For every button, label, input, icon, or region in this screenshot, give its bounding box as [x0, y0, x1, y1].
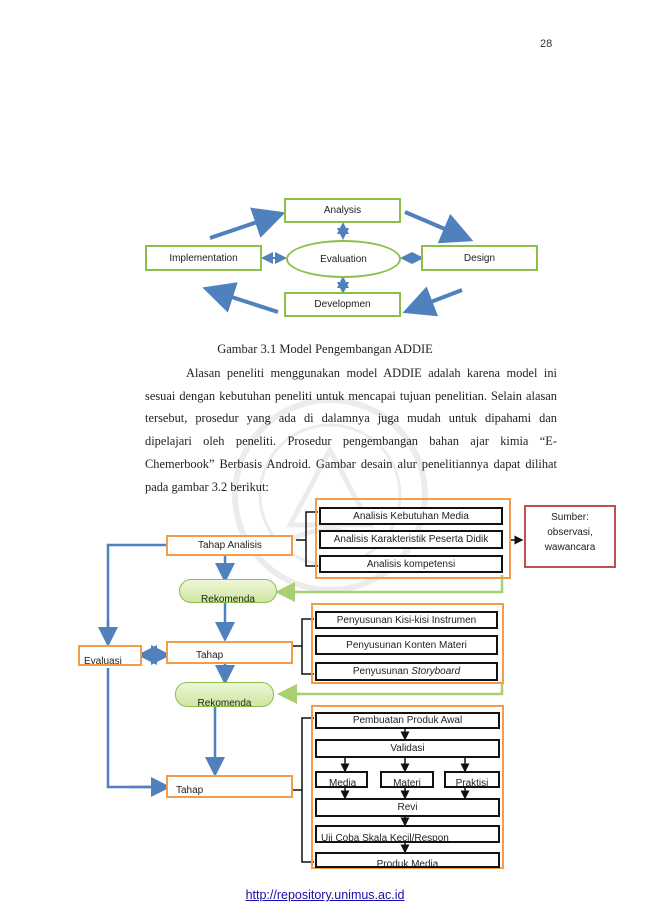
dev-item-media-product: Produk Media — [315, 852, 500, 868]
media-validator-label: Media — [329, 778, 357, 788]
analysis-item-media-needs: Analisis Kebutuhan Media — [319, 507, 503, 525]
analysis-items-group — [315, 498, 511, 579]
recommendation-1-label: Rekomenda — [201, 594, 255, 603]
addie-analysis-box: Analysis — [284, 198, 401, 223]
analysis-item-student-characteristics: Analisis Karakteristik Peserta Didik — [319, 530, 503, 549]
addie-development-box: Developmen — [284, 292, 401, 317]
recommendation-pill-1: Rekomenda — [179, 579, 277, 603]
arrow-development-to-impl — [202, 282, 279, 314]
evaluation-box: Evaluasi — [78, 645, 142, 666]
design-item-storyboard: Penyusunan Storyboard — [315, 662, 498, 681]
addie-evaluation-ellipse: Evaluation — [286, 240, 401, 278]
addie-design-box: Design — [421, 245, 538, 271]
small-scale-trial-label: Uji Coba Skala Kecil/Respon — [321, 833, 449, 843]
recommendation-pill-2: Rekomenda — [175, 682, 274, 707]
evaluation-label: Evaluasi — [84, 656, 122, 666]
dev-item-revision: Revi — [315, 798, 500, 817]
stage-design-box: Tahap — [166, 641, 293, 664]
source-detail-observation: observasi, — [547, 527, 593, 538]
media-product-label: Produk Media — [376, 859, 439, 868]
source-label: Sumber: — [551, 512, 589, 523]
stage-design-label: Tahap — [196, 650, 224, 661]
page-number: 28 — [540, 38, 553, 50]
stage-development-label: Tahap — [176, 785, 204, 796]
recommendation-2-label: Rekomenda — [197, 698, 252, 707]
repository-link[interactable]: http://repository.unimus.ac.id — [245, 888, 405, 902]
source-detail-interview: wawancara — [544, 542, 596, 553]
analysis-item-competency: Analisis kompetensi — [319, 555, 503, 573]
figure-caption-3-1: Gambar 3.1 Model Pengembangan ADDIE — [217, 342, 433, 356]
dev-item-small-scale-trial: Uji Coba Skala Kecil/Respon — [315, 825, 500, 843]
dev-item-material-validator: Materi — [380, 771, 434, 788]
body-paragraph: Alasan peneliti menggunakan model ADDIE … — [145, 362, 557, 498]
design-item-material-content: Penyusunan Konten Materi — [315, 635, 498, 655]
arrow-impl-to-analysis — [209, 207, 286, 240]
dev-item-media-validator: Media — [315, 771, 368, 788]
stage-analysis-label: Tahap Analisis — [198, 540, 262, 551]
design-item-instrument-grid: Penyusunan Kisi-kisi Instrumen — [315, 611, 498, 629]
source-box: Sumber: observasi, wawancara — [524, 505, 616, 568]
material-validator-label: Materi — [393, 778, 421, 788]
stage-analysis-box: Tahap Analisis — [166, 535, 293, 556]
dev-item-initial-product: Pembuatan Produk Awal — [315, 712, 500, 729]
storyboard-prefix: Penyusunan — [352, 666, 412, 677]
dev-item-validation: Validasi — [315, 739, 500, 758]
addie-implementation-box: Implementation — [145, 245, 262, 271]
stage-development-box: Tahap — [166, 775, 293, 798]
storyboard-emphasis: Storyboard — [411, 666, 461, 677]
arrow-analysis-to-design — [404, 210, 474, 244]
dev-item-practitioner-validator: Praktisi — [444, 771, 500, 788]
arrow-design-to-development — [402, 286, 463, 317]
body-paragraph-text: Alasan peneliti menggunakan model ADDIE … — [145, 366, 557, 494]
development-items-group — [311, 705, 504, 869]
practitioner-validator-label: Praktisi — [455, 778, 489, 788]
design-items-group — [311, 603, 504, 684]
addie-arrows — [202, 207, 474, 317]
